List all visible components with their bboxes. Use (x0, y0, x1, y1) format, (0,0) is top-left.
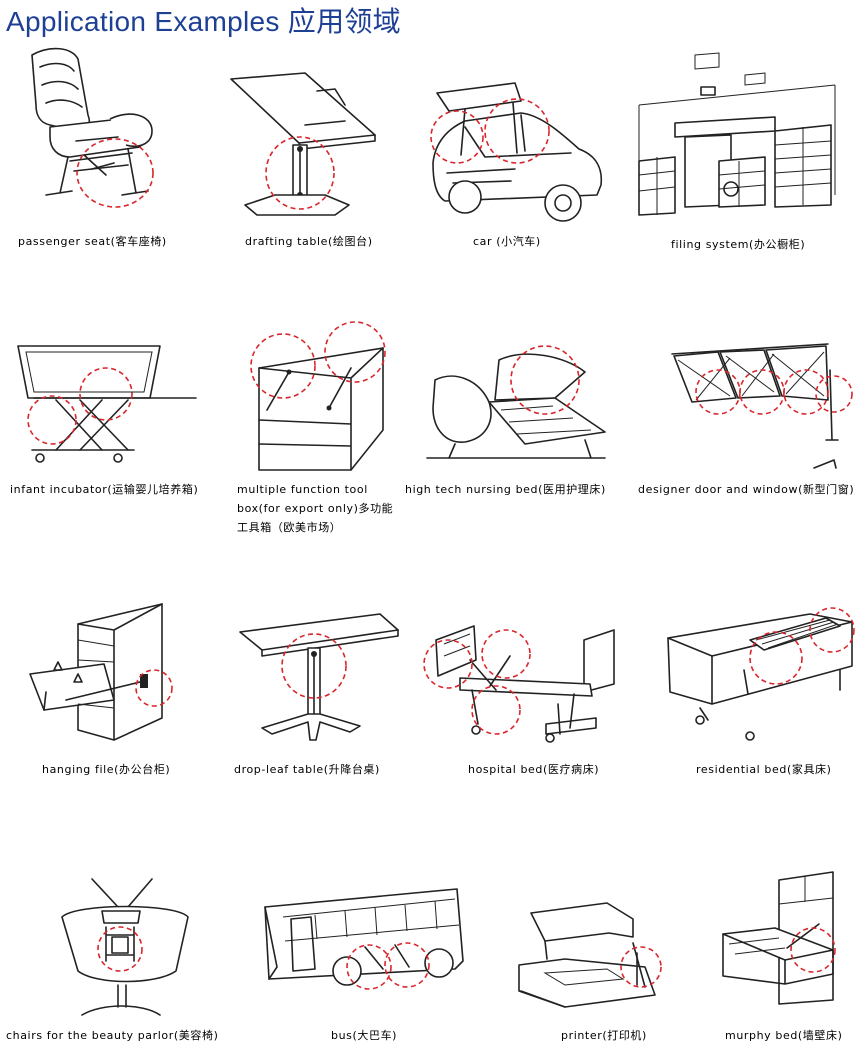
example-drop-leaf-table: drop-leaf table(升降台桌) (230, 600, 410, 790)
example-label: designer door and window(新型门窗) (638, 483, 855, 496)
example-printer: printer(打印机) (505, 895, 685, 1050)
example-hospital-bed: hospital bed(医疗病床) (420, 600, 620, 790)
example-murphy-bed: murphy bed(墙壁床) (715, 870, 859, 1050)
filing-system-illustration (638, 52, 836, 216)
example-label: murphy bed(墙壁床) (725, 1029, 843, 1042)
example-residential-bed: residential bed(家具床) (660, 600, 859, 790)
beauty-chair-illustration (61, 878, 189, 1016)
example-tool-box: multiple function tool box(for export on… (235, 320, 400, 534)
example-beauty-chair: chairs for the beauty parlor(美容椅) (6, 875, 256, 1050)
hanging-file-illustration (29, 603, 173, 741)
example-passenger-seat: passenger seat(客车座椅) (10, 45, 200, 265)
hospital-bed-illustration (423, 625, 615, 743)
tool-box-illustration (250, 321, 386, 471)
example-label: multiple function tool box(for export on… (237, 483, 394, 534)
example-car: car (小汽车) (425, 45, 625, 265)
residential-bed-illustration (667, 607, 855, 741)
example-hanging-file: hanging file(办公台柜) (18, 600, 208, 790)
example-label: drop-leaf table(升降台桌) (234, 763, 380, 776)
example-label: infant incubator(运输婴儿培养箱) (10, 483, 199, 496)
example-bus: bus(大巴车) (255, 885, 470, 1050)
car-illustration (430, 82, 603, 222)
door-window-illustration (671, 343, 853, 469)
example-label: car (小汽车) (473, 235, 541, 248)
infant-incubator-illustration (17, 345, 197, 463)
murphy-bed-illustration (722, 871, 836, 1005)
nursing-bed-illustration (426, 345, 606, 459)
example-infant-incubator: infant incubator(运输婴儿培养箱) (10, 340, 220, 520)
example-label: high tech nursing bed(医用护理床) (405, 483, 606, 496)
printer-illustration (518, 902, 662, 1008)
passenger-seat-illustration (31, 47, 154, 208)
example-door-window: designer door and window(新型门窗) (638, 340, 858, 520)
example-label: hospital bed(医疗病床) (468, 763, 600, 776)
example-nursing-bed: high tech nursing bed(医用护理床) (405, 340, 625, 520)
example-label: residential bed(家具床) (696, 763, 832, 776)
example-label: chairs for the beauty parlor(美容椅) (6, 1029, 219, 1042)
example-label: printer(打印机) (561, 1029, 647, 1042)
example-label: passenger seat(客车座椅) (18, 235, 167, 248)
example-drafting-table: drafting table(绘图台) (225, 45, 415, 265)
example-label: drafting table(绘图台) (245, 235, 373, 248)
drop-leaf-table-illustration (239, 613, 399, 741)
example-label: filing system(办公橱柜) (671, 238, 806, 251)
bus-illustration (264, 888, 464, 990)
drafting-table-illustration (230, 72, 376, 216)
example-label: bus(大巴车) (331, 1029, 398, 1042)
example-filing-system: filing system(办公橱柜) (635, 45, 855, 265)
example-label: hanging file(办公台柜) (42, 763, 171, 776)
page-title: Application Examples 应用领域 (6, 6, 401, 37)
